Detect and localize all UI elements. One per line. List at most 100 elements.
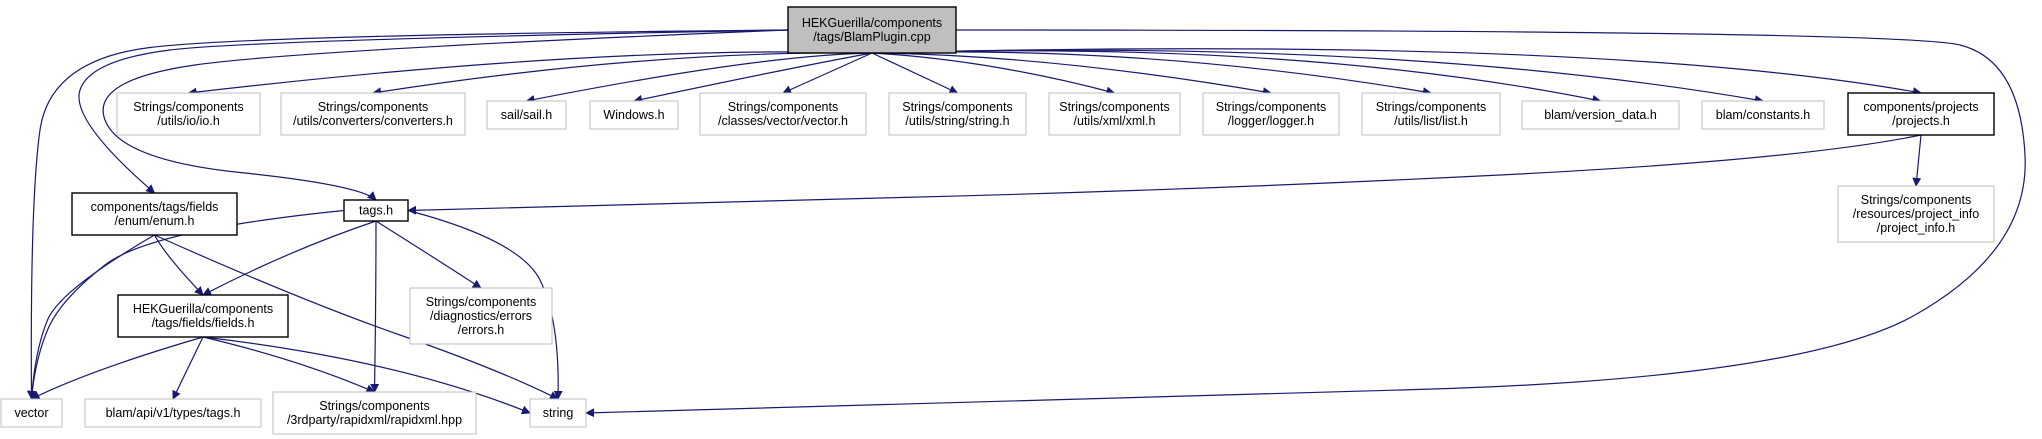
node-label: /enum/enum.h xyxy=(115,214,195,228)
node-label: blam/api/v1/types/tags.h xyxy=(106,406,241,420)
node-windows[interactable]: Windows.h xyxy=(589,100,679,130)
edge-fields-to-vector xyxy=(30,336,204,400)
node-label: vector xyxy=(14,406,48,420)
node-label: blam/version_data.h xyxy=(1544,108,1657,122)
node-label: Windows.h xyxy=(603,108,664,122)
edge-fields-to-rapidxml xyxy=(202,336,376,393)
node-box xyxy=(529,398,587,428)
edge-layer xyxy=(26,29,2026,418)
edge-enumh-to-vector xyxy=(27,234,155,400)
node-box xyxy=(1202,92,1340,136)
edge-root-to-sail xyxy=(525,52,873,104)
node-sail[interactable]: sail/sail.h xyxy=(486,100,567,130)
node-version[interactable]: blam/version_data.h xyxy=(1521,100,1680,130)
node-projinfo[interactable]: Strings/components/resources/project_inf… xyxy=(1837,185,1995,243)
node-label: blam/constants.h xyxy=(1716,108,1811,122)
node-label: /utils/xml/xml.h xyxy=(1074,114,1156,128)
node-box xyxy=(71,192,238,236)
node-box xyxy=(589,100,679,130)
node-label: /errors.h xyxy=(458,323,505,337)
node-label: sail/sail.h xyxy=(501,108,552,122)
edge-tagsh-to-string xyxy=(407,209,563,400)
node-projects[interactable]: components/projects/projects.h xyxy=(1847,92,1995,136)
edge-root-to-xml xyxy=(871,52,1116,96)
node-label: HEKGuerilla/components xyxy=(133,302,273,316)
node-stringh[interactable]: Strings/components/utils/string/string.h xyxy=(888,92,1027,136)
node-box xyxy=(409,287,553,345)
node-label: HEKGuerilla/components xyxy=(802,16,942,30)
node-io[interactable]: Strings/components/utils/io/io.h xyxy=(116,92,261,136)
edge-root-to-vectorh xyxy=(782,52,873,94)
node-label: /utils/converters/converters.h xyxy=(293,114,453,128)
node-label: /classes/vector/vector.h xyxy=(718,114,848,128)
node-list[interactable]: Strings/components/utils/list/list.h xyxy=(1361,92,1501,136)
node-fields[interactable]: HEKGuerilla/components/tags/fields/field… xyxy=(117,294,289,338)
node-logger[interactable]: Strings/components/logger/logger.h xyxy=(1202,92,1340,136)
node-label: Strings/components xyxy=(728,100,838,114)
node-box xyxy=(116,92,261,136)
node-box xyxy=(1521,100,1680,130)
node-label: components/projects xyxy=(1863,100,1978,114)
node-label: Strings/components xyxy=(426,295,536,309)
edge-fields-to-apitags xyxy=(172,336,204,400)
node-label: tags.h xyxy=(359,204,393,218)
edge-root-to-string xyxy=(585,29,2026,418)
node-apitags[interactable]: blam/api/v1/types/tags.h xyxy=(84,398,262,428)
edge-projects-to-projinfo xyxy=(1912,134,1922,187)
node-tagsh[interactable]: tags.h xyxy=(343,199,409,222)
edge-root-to-list xyxy=(871,51,1432,97)
node-box xyxy=(787,6,957,54)
node-label: /utils/io/io.h xyxy=(157,114,220,128)
node-label: Strings/components xyxy=(133,100,243,114)
node-constants[interactable]: blam/constants.h xyxy=(1701,100,1825,130)
edge-root-to-tagsh xyxy=(102,29,789,201)
node-label: string xyxy=(543,406,574,420)
node-box xyxy=(272,391,477,435)
node-box xyxy=(1701,100,1825,130)
node-box xyxy=(280,92,466,136)
edge-enumh-to-fields xyxy=(153,234,204,296)
node-label: Strings/components xyxy=(1376,100,1486,114)
edge-tagsh-to-errors xyxy=(375,220,482,289)
node-errors[interactable]: Strings/components/diagnostics/errors/er… xyxy=(409,287,553,345)
node-box xyxy=(1361,92,1501,136)
node-box xyxy=(699,92,867,136)
node-label: /project_info.h xyxy=(1877,221,1956,235)
node-vector[interactable]: vector xyxy=(0,398,63,428)
node-label: /tags/fields/fields.h xyxy=(152,316,255,330)
node-label: /diagnostics/errors xyxy=(430,309,532,323)
node-rapidxml[interactable]: Strings/components/3rdparty/rapidxml/rap… xyxy=(272,391,477,435)
node-box xyxy=(117,294,289,338)
edge-root-to-vector xyxy=(26,29,789,400)
node-label: Strings/components xyxy=(1861,193,1971,207)
edge-enumh-to-string xyxy=(154,234,559,400)
edge-projects-to-tagsh xyxy=(407,134,1922,215)
node-converters[interactable]: Strings/components/utils/converters/conv… xyxy=(280,92,466,136)
edge-root-to-enumh xyxy=(78,29,789,194)
node-enumh[interactable]: components/tags/fields/enum/enum.h xyxy=(71,192,238,236)
node-label: Strings/components xyxy=(319,399,429,413)
node-box xyxy=(343,199,409,222)
edge-tagsh-to-rapidxml xyxy=(370,220,380,393)
edge-fields-to-string xyxy=(202,336,531,415)
node-label: Strings/components xyxy=(902,100,1012,114)
node-string[interactable]: string xyxy=(529,398,587,428)
node-label: Strings/components xyxy=(1059,100,1169,114)
node-box xyxy=(0,398,63,428)
node-label: /tags/BlamPlugin.cpp xyxy=(813,30,930,44)
edge-root-to-logger xyxy=(871,52,1272,97)
node-label: components/tags/fields xyxy=(91,200,219,214)
node-box xyxy=(1847,92,1995,136)
edge-tagsh-to-fields xyxy=(202,220,377,296)
node-label: /utils/list/list.h xyxy=(1394,114,1468,128)
node-vectorh[interactable]: Strings/components/classes/vector/vector… xyxy=(699,92,867,136)
node-box xyxy=(486,100,567,130)
node-xml[interactable]: Strings/components/utils/xml/xml.h xyxy=(1048,92,1181,136)
edge-root-to-projects xyxy=(871,48,1922,96)
node-box xyxy=(888,92,1027,136)
node-box xyxy=(1048,92,1181,136)
node-box xyxy=(84,398,262,428)
node-label: /resources/project_info xyxy=(1853,207,1980,221)
node-root: HEKGuerilla/components/tags/BlamPlugin.c… xyxy=(787,6,957,54)
